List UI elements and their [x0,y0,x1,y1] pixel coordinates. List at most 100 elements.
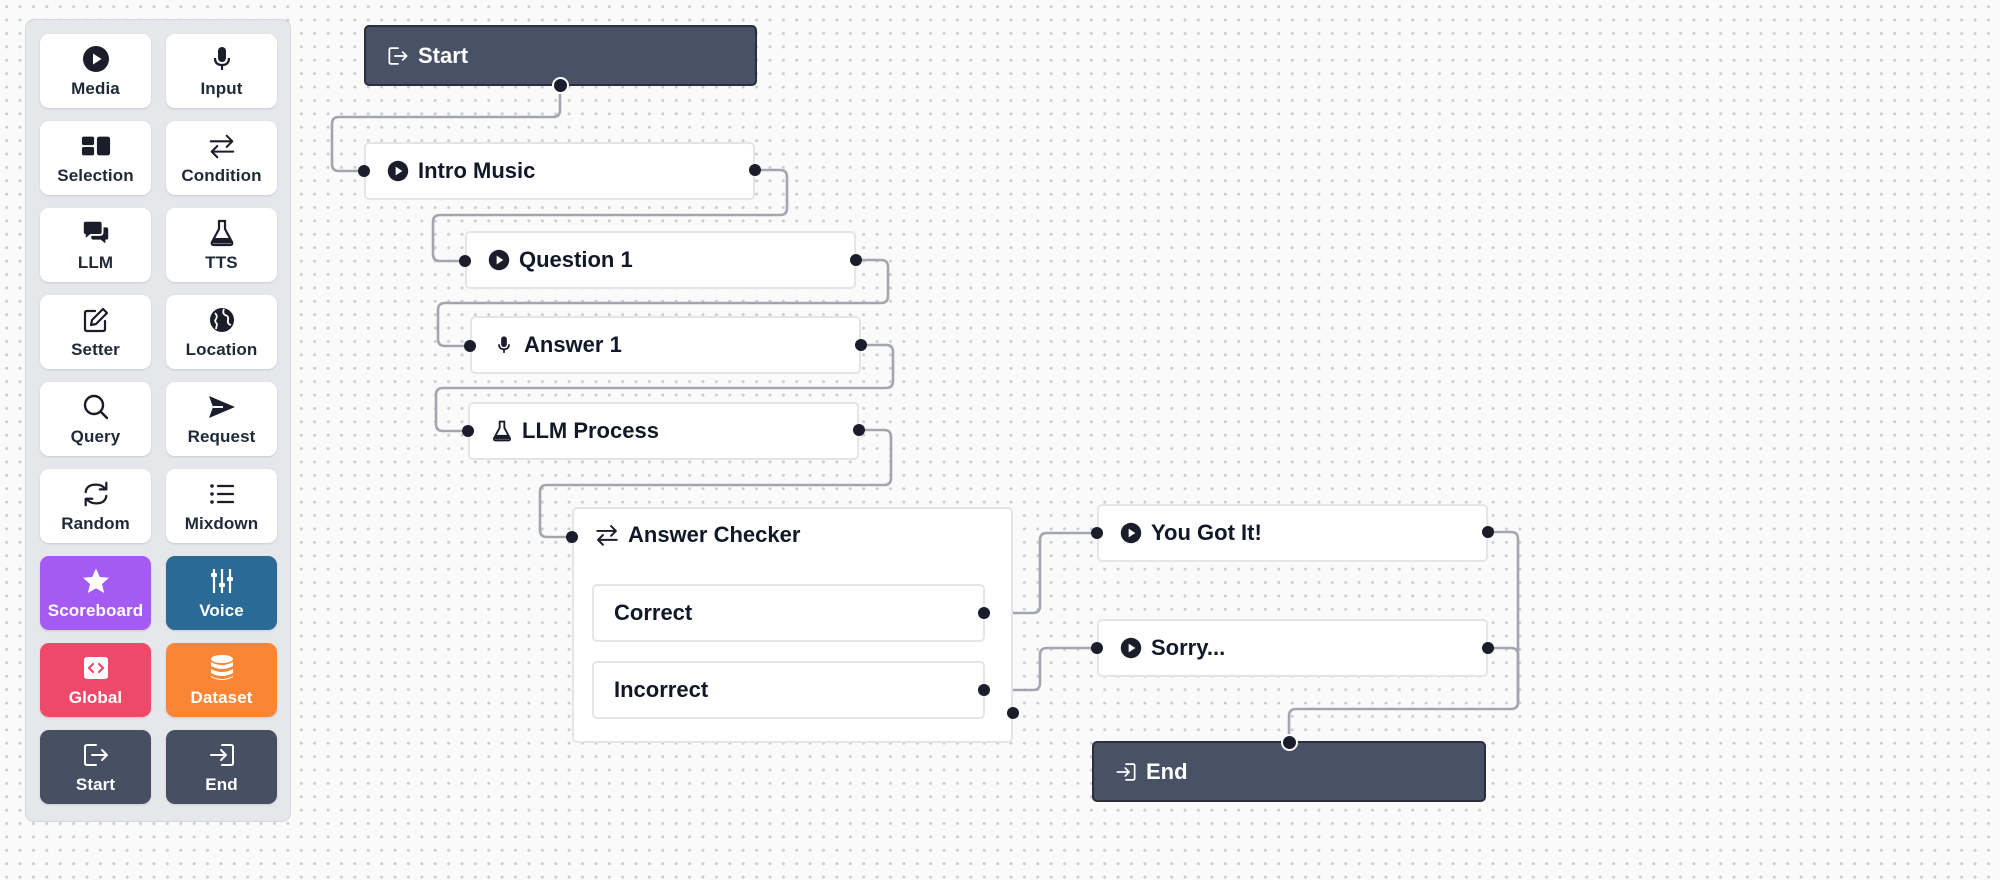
branch-incorrect[interactable]: Incorrect [592,661,985,719]
palette-tile-start[interactable]: Start [40,730,151,804]
logout-icon [81,740,111,770]
sorry-node[interactable]: Sorry... [1097,619,1488,677]
palette-tile-label: Selection [57,165,134,185]
edge-question1-to-answer1 [436,258,890,348]
palette-tile-label: Voice [199,600,244,620]
palette-tile-end[interactable]: End [166,730,277,804]
sorry-output-port[interactable] [1482,642,1494,654]
edge-llm-to-checker [538,428,893,539]
send-icon [207,392,237,422]
edge-intro-to-question1 [431,168,789,263]
palette-tile-label: Query [70,426,121,446]
node-label: Answer 1 [524,332,622,357]
chat-bubbles-icon [81,218,111,248]
node-label: You Got It! [1151,520,1262,545]
node-label: Start [418,42,469,68]
palette-tile-label: Start [75,774,116,794]
play-circle-icon [81,44,111,74]
palette-tile-label: Request [187,426,256,446]
question-1-output-port[interactable] [850,254,862,266]
question-1-node[interactable]: Question 1 [465,231,856,289]
flask-icon [207,218,237,248]
palette-tile-llm[interactable]: LLM [40,208,151,282]
you-got-it-output-port[interactable] [1482,526,1494,538]
palette-tile-global[interactable]: Global [40,643,151,717]
palette-tile-condition[interactable]: Condition [166,121,277,195]
llm-process-output-port[interactable] [853,424,865,436]
question-1-input-port[interactable] [459,255,471,267]
palette-tile-query[interactable]: Query [40,382,151,456]
palette-tile-media[interactable]: Media [40,34,151,108]
sliders-icon [207,566,237,596]
you-got-it-node[interactable]: You Got It! [1097,504,1488,562]
list-icon [207,479,237,509]
edge-correct-to-yougotit [984,531,1097,615]
palette-tile-label: Global [68,687,123,707]
search-icon [81,392,111,422]
login-icon [1114,760,1138,784]
palette-tile-label: Setter [71,339,120,359]
palette-tile-scoreboard[interactable]: Scoreboard [40,556,151,630]
flask-icon [490,419,514,443]
start-node[interactable]: Start [364,25,757,86]
branch-label: Correct [614,600,693,625]
answer-1-input-port[interactable] [464,340,476,352]
microphone-icon [492,333,516,357]
palette-tile-label: TTS [205,252,238,272]
answer-checker-input-port[interactable] [566,531,578,543]
sorry-input-port[interactable] [1091,642,1103,654]
palette-tile-label: LLM [77,252,114,272]
database-icon [207,653,237,683]
swap-arrows-icon [594,523,620,547]
edge-sorry-to-end [1488,646,1520,702]
answer-1-node[interactable]: Answer 1 [470,316,861,374]
llm-process-node[interactable]: LLM Process [468,402,859,460]
node-label: Question 1 [519,247,633,272]
palette-tile-label: Media [71,78,120,98]
answer-checker-default-port[interactable] [1007,707,1019,719]
palette-tile-voice[interactable]: Voice [166,556,277,630]
you-got-it-input-port[interactable] [1091,527,1103,539]
answer-1-output-port[interactable] [855,339,867,351]
node-label: Intro Music [418,158,536,183]
edge-incorrect-to-sorry [984,646,1097,692]
palette-tile-label: Scoreboard [47,600,144,620]
intro-music-node[interactable]: Intro Music [364,142,755,200]
palette-tile-selection[interactable]: Selection [40,121,151,195]
palette-tile-label: Random [61,513,130,533]
palette-tile-label: Location [185,339,258,359]
play-circle-icon [487,248,511,272]
node-label: End [1146,758,1188,784]
swap-arrows-icon [207,131,237,161]
palette-tile-tts[interactable]: TTS [166,208,277,282]
llm-process-input-port[interactable] [462,425,474,437]
microphone-icon [207,44,237,74]
palette-tile-label: Condition [181,165,262,185]
start-output-port[interactable] [551,76,569,94]
edge-yougotit-to-end [1287,530,1520,742]
intro-music-input-port[interactable] [358,165,370,177]
palette-tile-dataset[interactable]: Dataset [166,643,277,717]
branch-label: Incorrect [614,677,709,702]
palette-tile-label: Input [200,78,243,98]
logout-icon [386,44,410,68]
palette-tile-random[interactable]: Random [40,469,151,543]
star-icon [81,566,111,596]
palette-tile-request[interactable]: Request [166,382,277,456]
intro-music-output-port[interactable] [749,164,761,176]
edit-pencil-icon [81,305,111,335]
palette-tile-location[interactable]: Location [166,295,277,369]
incorrect-output-port[interactable] [978,684,990,696]
end-input-port[interactable] [1280,733,1298,751]
play-circle-icon [1119,636,1143,660]
edge-answer1-to-llm [434,343,895,433]
branch-correct[interactable]: Correct [592,584,985,642]
palette-tile-label: End [205,774,238,794]
palette-tile-mixdown[interactable]: Mixdown [166,469,277,543]
correct-output-port[interactable] [978,607,990,619]
answer-checker-header: Answer Checker [594,522,800,548]
palette-tile-input[interactable]: Input [166,34,277,108]
palette-tile-setter[interactable]: Setter [40,295,151,369]
refresh-icon [81,479,111,509]
